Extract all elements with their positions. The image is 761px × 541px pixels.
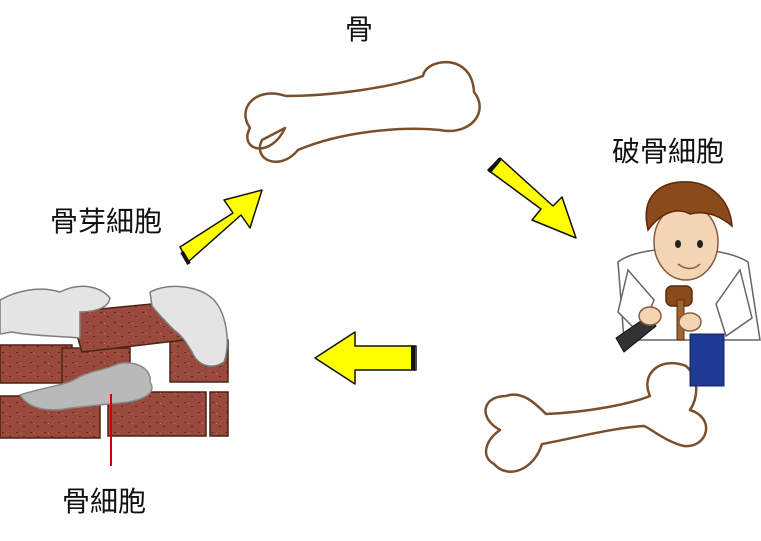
arrow-bone-to-osteoclast [487,157,577,239]
osteoblast-bricks-illustration [0,285,229,439]
bone-bottom [484,361,708,473]
arrow-to-osteoblast [314,331,417,385]
glove-left [0,285,111,339]
glove-right [149,285,228,367]
label-osteoblast: 骨芽細胞 [50,205,163,238]
label-bone: 骨 [345,13,374,46]
arrow-osteoblast-to-bone [179,189,263,266]
mortar [18,362,153,411]
osteoclast-figure [615,181,761,387]
label-osteoclast: 破骨細胞 [612,135,725,168]
label-osteocyte: 骨細胞 [62,485,147,518]
bone-top [244,60,481,163]
